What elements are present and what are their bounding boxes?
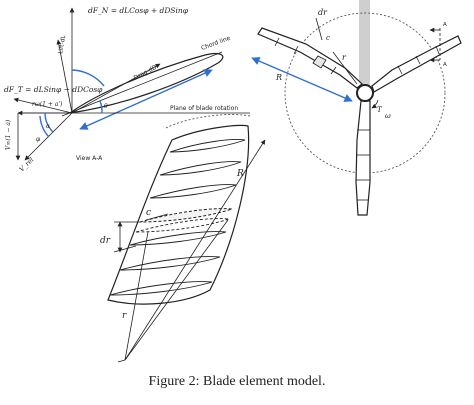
omega-label: ω [385, 112, 391, 120]
element-chord-label: c [326, 34, 330, 42]
rotor-blade-left [257, 27, 363, 89]
local-radius-dimension [332, 51, 358, 85]
radius-label: R [275, 73, 282, 82]
bottom-blade-segments [356, 129, 370, 201]
theta-arc [99, 100, 103, 114]
blade-sections [109, 139, 246, 296]
blade-radius-line-base [117, 359, 126, 363]
axial-velocity-label: V∞(1 − a) [5, 119, 12, 150]
blade-tip-arc [165, 114, 251, 129]
rotor-blade-right [371, 35, 462, 93]
chord-dimension [79, 69, 213, 130]
blade-radius-label: R [236, 169, 244, 179]
blade-element-strip-lower [135, 218, 230, 233]
right-blade-segments [397, 45, 440, 75]
radius-dimension [251, 57, 353, 102]
blade-element-width-label: dr [100, 236, 111, 246]
blade-3d-view: dr c r R [100, 114, 266, 363]
blade-local-radius-label: r [122, 311, 127, 321]
section-label-top: A [443, 22, 447, 28]
tangential-force-arrow [13, 97, 73, 114]
blade-element-strip [139, 208, 233, 223]
phi-label: φ [36, 136, 41, 143]
rotor-blade-bottom [355, 100, 371, 216]
local-radius-label: r [342, 53, 347, 62]
blade-local-radius-line [124, 231, 149, 361]
drag-arrow [71, 63, 161, 114]
alpha-label: α [46, 123, 50, 130]
rotor-hub [356, 84, 374, 102]
lift-angle-arc [71, 69, 105, 87]
theta-label: θ [104, 103, 108, 110]
dr-extension-bottom [113, 245, 137, 253]
alpha-arc [39, 115, 50, 138]
tower [359, 0, 370, 88]
chord-line-label: Chord line [200, 35, 231, 52]
element-width-label: dr [318, 8, 328, 17]
blade-chord-marker [145, 213, 169, 221]
rotational-velocity-label: rω(1 + a') [32, 101, 63, 108]
element-width-marker [315, 17, 323, 41]
blade-local-radius-line-2 [124, 219, 229, 361]
blade-radius-line [124, 139, 266, 361]
lift-arrow [56, 39, 73, 114]
view-label: View A-A [76, 155, 103, 162]
figure-caption: Figure 2: Blade element model. [148, 374, 326, 389]
torque-label: T [377, 106, 383, 114]
lift-label: Lift-dL [57, 34, 67, 54]
relative-velocity-label: V_rel [18, 156, 36, 174]
normal-force-label: dF_N = dLCosφ + dDSinφ [88, 6, 189, 15]
rotation-plane-label: Plane of blade rotation [170, 105, 238, 112]
rotor-view: dr c r R T ω A A [251, 0, 462, 216]
section-label-bottom: A [443, 62, 447, 68]
blade-chord-label: c [146, 208, 151, 218]
rotation-arrow [371, 99, 379, 109]
phi-arc [44, 112, 54, 133]
tangential-force-label: dF_T = dLSinφ − dDCosφ [4, 85, 103, 94]
